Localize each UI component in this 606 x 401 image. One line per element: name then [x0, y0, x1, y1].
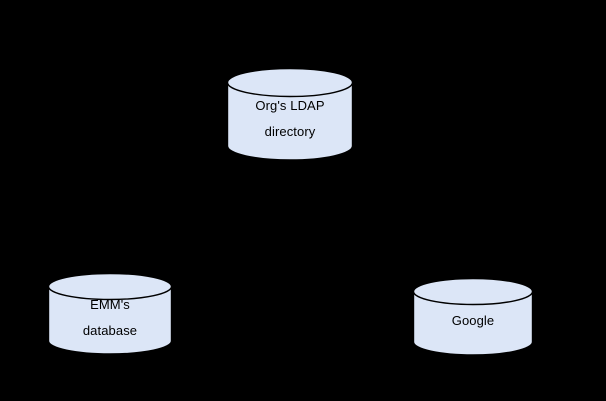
cylinder-top-ellipse: [412, 277, 534, 306]
database-cylinder-icon: [412, 277, 534, 356]
database-cylinder-icon: [226, 67, 354, 161]
node-emm-cylinder[interactable]: EMM's database: [47, 272, 173, 355]
cylinder-top-ellipse: [47, 272, 173, 301]
node-ldap-cylinder[interactable]: Org's LDAP directory: [226, 67, 354, 161]
node-google-cylinder[interactable]: Google: [412, 277, 534, 356]
cylinder-top-ellipse: [226, 67, 354, 98]
database-cylinder-icon: [47, 272, 173, 355]
